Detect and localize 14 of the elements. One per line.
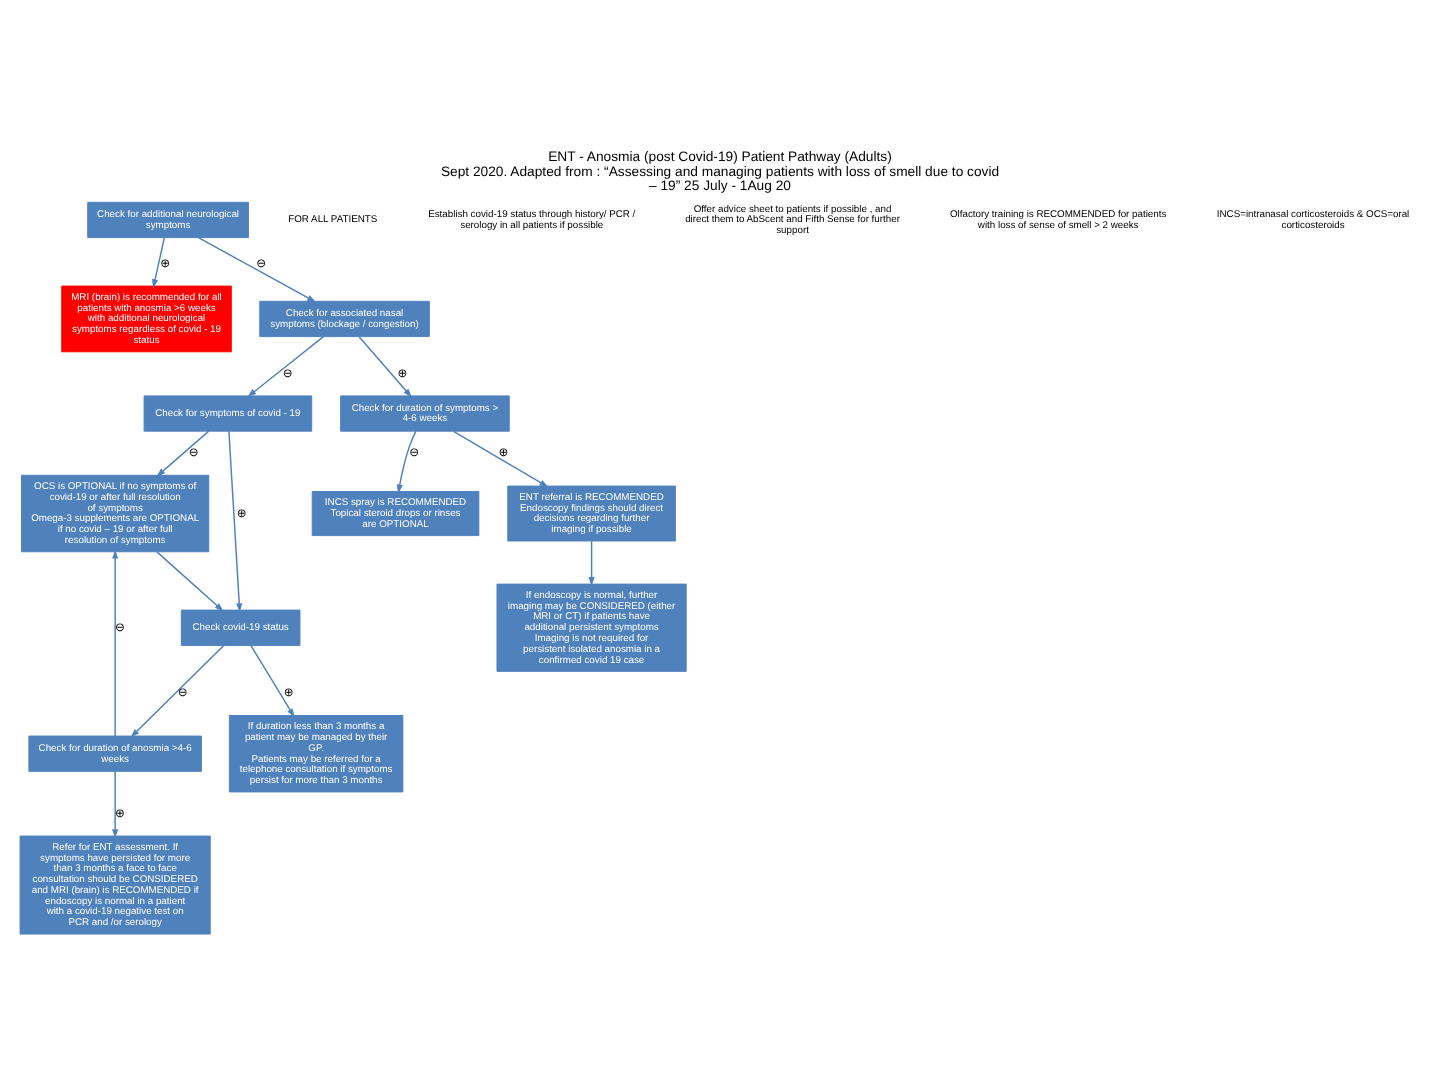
- arrow: [588, 540, 595, 586]
- arrow: [112, 770, 119, 839]
- arrow: [396, 430, 417, 494]
- arrow: [228, 430, 243, 613]
- arrow: [250, 644, 295, 718]
- arrow: [152, 237, 166, 289]
- arrow: [130, 644, 225, 738]
- arrow: [247, 335, 325, 397]
- arrow: [452, 430, 549, 488]
- arrow: [112, 549, 119, 737]
- arrow: [156, 430, 210, 477]
- arrow: [358, 336, 412, 398]
- arrow: [197, 236, 316, 303]
- arrow: [156, 551, 224, 612]
